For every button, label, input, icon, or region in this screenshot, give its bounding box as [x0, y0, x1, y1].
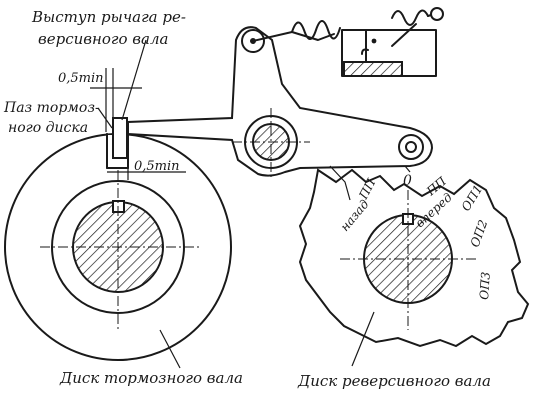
lever-roller [398, 134, 424, 160]
roller-contact-line [329, 165, 351, 201]
leader-reverse-disc [351, 311, 375, 367]
mark-ot3: ОП3 [477, 271, 493, 300]
label-lever-projection-2: версивного вала [38, 30, 168, 48]
leader-brake-disc [159, 329, 181, 369]
left-spring-coil [291, 20, 341, 40]
right-spring-coil [391, 9, 429, 26]
label-brake-disc: Диск тормозного вала [59, 369, 243, 387]
brake-shaft-disc [4, 133, 232, 361]
detent-block [343, 61, 403, 77]
detent-housing [341, 29, 437, 77]
dimension-marks [90, 39, 411, 369]
label-pivot: 0 [403, 173, 412, 189]
reverse-lever [112, 26, 434, 201]
leader-lever-projection [121, 39, 147, 121]
detent-ball [371, 38, 377, 44]
spring-assembly [252, 7, 444, 77]
label-groove-2: ного диска [8, 120, 88, 136]
label-groove-1: Паз тормоз- [3, 100, 100, 116]
label-reverse-disc: Диск реверсивного вала [297, 372, 491, 390]
leader-groove [97, 107, 113, 129]
detent-lever [391, 23, 417, 47]
spring-anchor [430, 7, 444, 21]
lever-projection [112, 117, 128, 159]
label-gap-top: 0,5min [58, 71, 104, 86]
label-gap-bottom: 0,5min [134, 159, 180, 174]
spring-tension-rod [291, 31, 335, 41]
spring-link-rod [252, 31, 293, 42]
label-lever-projection-1: Выступ рычага ре- [31, 8, 186, 26]
reverse-shaft-disc [298, 168, 530, 348]
lever-body [127, 26, 434, 177]
lever-roller-axle [405, 141, 417, 153]
